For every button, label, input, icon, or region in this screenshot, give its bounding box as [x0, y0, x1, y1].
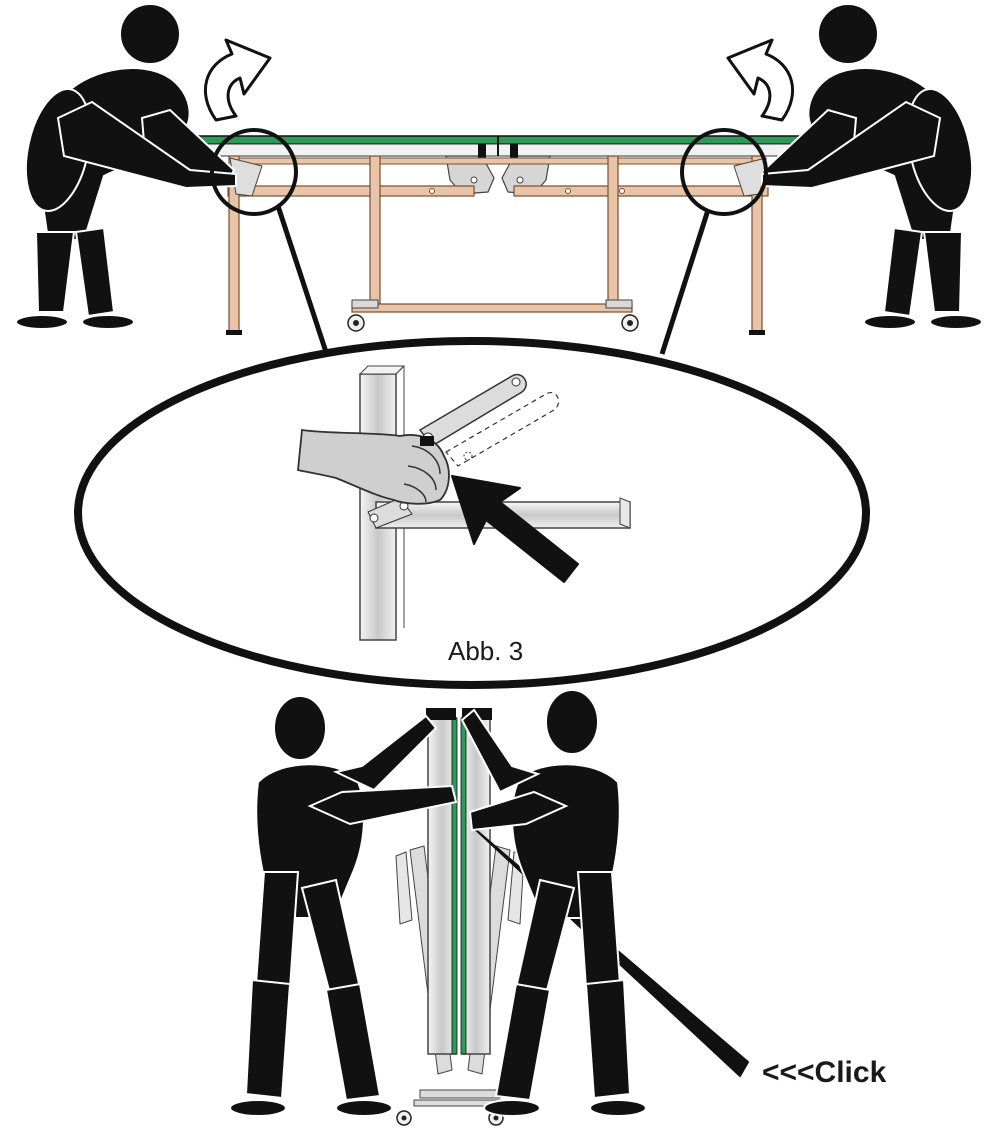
table-top-scene — [186, 136, 814, 335]
person-left-top — [16, 4, 236, 329]
rotate-arrow-icon — [205, 40, 270, 120]
click-callout: <<<Click — [762, 1056, 886, 1090]
figure-label: Abb. 3 — [448, 636, 523, 667]
table-leg — [608, 156, 618, 306]
rotate-arrow-icon — [728, 40, 793, 120]
frame-rail-right — [514, 186, 768, 196]
bottom-crossbar — [352, 304, 632, 312]
person-right-top — [762, 4, 982, 329]
table-leg — [370, 156, 380, 306]
table-top-underside — [186, 144, 814, 156]
frame-rail-left — [228, 186, 474, 196]
